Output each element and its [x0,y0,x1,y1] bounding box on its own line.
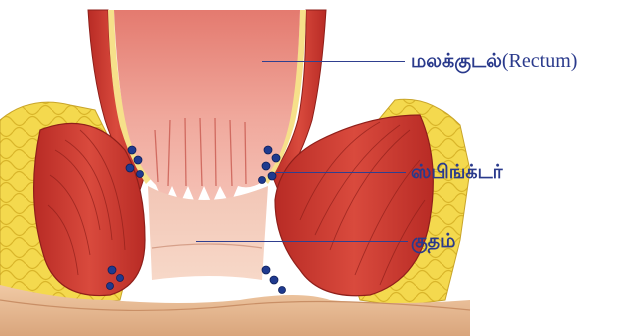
anus-label-tamil: குதம் [411,230,455,252]
blood-vessels-lower-right [262,266,286,294]
rectum-label: மலக்குடல்(Rectum) [411,50,577,72]
sphincter-label-tamil: ஸ்பிங்க்டர் [411,161,503,183]
sphincter-leader-line [276,172,406,173]
rectum-leader-line [262,61,405,62]
anal-canal [148,186,268,280]
rectum-label-tamil: மலக்குடல் [411,50,502,72]
rectum-label-latin: (Rectum) [502,50,578,72]
sphincter-label: ஸ்பிங்க்டர் [411,161,503,183]
anus-leader-line [196,241,408,242]
anus-label: குதம் [411,230,455,252]
